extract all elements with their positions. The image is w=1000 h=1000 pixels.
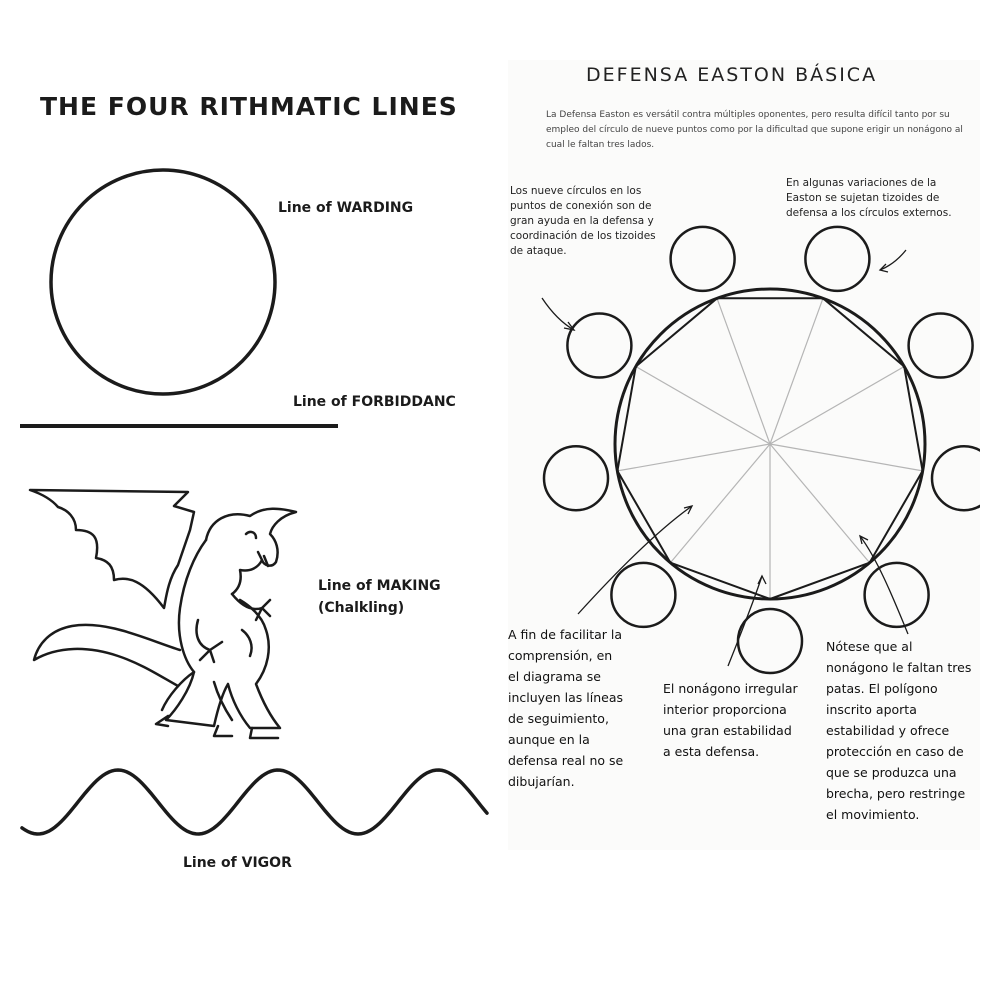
rithmatic-lines-figure bbox=[18, 60, 490, 890]
connection-circle bbox=[611, 563, 675, 627]
guide-line bbox=[770, 298, 823, 444]
connection-circle bbox=[738, 609, 802, 673]
connection-circle bbox=[544, 446, 608, 510]
note-bottom-mid: El nonágono irregular interior proporcio… bbox=[663, 678, 798, 762]
easton-defense-panel: DEFENSA EASTON BÁSICA La Defensa Easton … bbox=[508, 60, 980, 850]
note-bottom-left: A fin de facilitar la comprensión, en el… bbox=[508, 624, 626, 792]
note-top-right: En algunas variaciones de la Easton se s… bbox=[786, 176, 954, 221]
note-top-left: Los nueve círculos en los puntos de cone… bbox=[510, 184, 660, 259]
connection-circle bbox=[932, 446, 980, 510]
dragon-chalkling bbox=[30, 490, 296, 738]
warding-circle bbox=[51, 170, 275, 394]
label-vigor: Line of VIGOR bbox=[183, 855, 292, 871]
connection-circle bbox=[805, 227, 869, 291]
connection-circle bbox=[567, 314, 631, 378]
guide-line bbox=[617, 444, 770, 471]
label-making-sub: (Chalkling) bbox=[318, 600, 404, 616]
connection-circle bbox=[909, 314, 973, 378]
guide-line bbox=[770, 367, 904, 445]
label-forbiddance: Line of FORBIDDANC bbox=[293, 394, 456, 410]
guide-line bbox=[636, 367, 770, 445]
guide-line bbox=[717, 298, 770, 444]
connection-circle bbox=[671, 227, 735, 291]
guide-line bbox=[670, 444, 770, 563]
rithmatic-lines-panel: THE FOUR RITHMATIC LINES Line of WARD bbox=[18, 60, 490, 890]
note-bottom-right: Nótese que al nonágono le faltan tres pa… bbox=[826, 636, 978, 825]
connection-circles bbox=[544, 227, 980, 673]
guide-line bbox=[770, 444, 870, 563]
label-making: Line of MAKING bbox=[318, 578, 441, 594]
label-warding: Line of WARDING bbox=[278, 200, 413, 216]
connection-circle bbox=[865, 563, 929, 627]
vigor-wave bbox=[22, 770, 487, 834]
arrow-top-left bbox=[542, 298, 574, 330]
guide-line bbox=[770, 444, 923, 471]
